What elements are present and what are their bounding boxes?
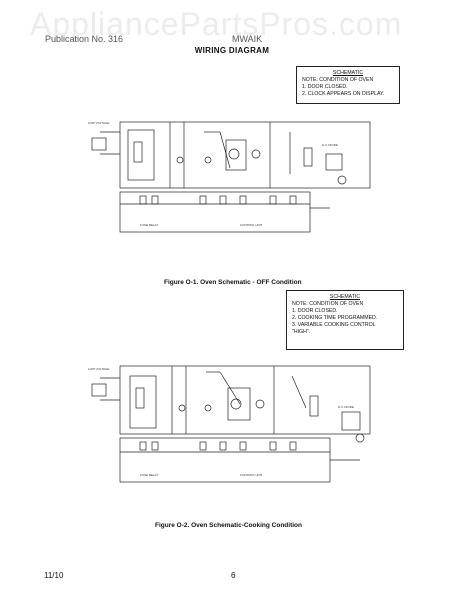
page-title: WIRING DIAGRAM (194, 46, 270, 55)
svg-text:LOW VOLTAGE: LOW VOLTAGE (88, 367, 109, 371)
note-line: "HIGH". (292, 329, 311, 335)
svg-text:LOW VOLTAGE: LOW VOLTAGE (88, 121, 109, 125)
svg-text:CONTROL UNIT: CONTROL UNIT (240, 473, 263, 477)
note-line: NOTE: CONDITION OF OVEN (292, 301, 364, 307)
oven-schematic-off: LOW VOLTAGE FUSE RELAY CONTROL UNIT H.V.… (88, 121, 371, 233)
note-line: 2. CLOCK APPEARS ON DISPLAY. (302, 91, 385, 97)
figure-caption-off: Figure O-1. Oven Schematic - OFF Conditi… (164, 279, 302, 286)
note-title: SCHEMATIC (332, 70, 364, 76)
footer-date: 11/10 (44, 571, 64, 580)
watermark: AppliancePartsPros.com (30, 6, 403, 42)
page-number: 6 (231, 571, 236, 580)
note-line: 1. DOOR CLOSED. (292, 308, 338, 314)
svg-text:H.V. DIODE: H.V. DIODE (338, 405, 354, 409)
svg-text:FUSE RELAY: FUSE RELAY (140, 473, 158, 477)
note-line: 3. VARIABLE COOKING CONTROL (292, 322, 376, 328)
note-title: SCHEMATIC (329, 294, 361, 300)
model-number: MWAIK (232, 34, 263, 44)
schematic-note-off: SCHEMATIC NOTE: CONDITION OF OVEN 1. DOO… (296, 66, 400, 104)
svg-text:CONTROL UNIT: CONTROL UNIT (240, 223, 263, 227)
note-line: NOTE: CONDITION OF OVEN (302, 77, 374, 83)
note-line: 1. DOOR CLOSED. (302, 84, 348, 90)
oven-schematic-cooking: LOW VOLTAGE FUSE RELAY CONTROL UNIT H.V.… (88, 365, 371, 483)
publication-number: Publication No. 316 (45, 34, 124, 44)
figure-caption-cooking: Figure O-2. Oven Schematic-Cooking Condi… (155, 522, 302, 529)
svg-text:FUSE RELAY: FUSE RELAY (140, 223, 158, 227)
schematic-note-cooking: SCHEMATIC NOTE: CONDITION OF OVEN 1. DOO… (286, 290, 404, 350)
note-line: 2. COOKING TIME PROGRAMMED. (292, 315, 378, 321)
svg-text:H.V. DIODE: H.V. DIODE (322, 143, 338, 147)
